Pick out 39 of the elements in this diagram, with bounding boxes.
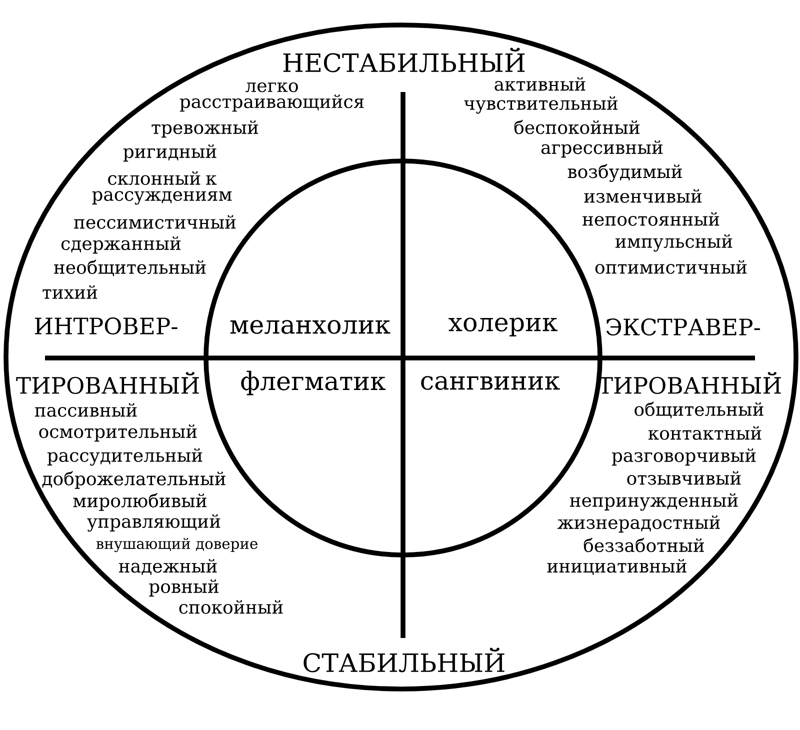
trait-word: жизнерадостный (557, 515, 720, 533)
trait-word: беспокойный (514, 120, 640, 134)
axis-label: ТИРОВАННЫЙ (598, 372, 781, 394)
trait-word: отзывчивый (627, 471, 741, 485)
trait-word: внушающий доверие (96, 538, 258, 552)
trait-word: спокойный (179, 600, 283, 614)
temperament-label: меланхолик (230, 320, 390, 334)
trait-word: пассивный (34, 403, 137, 417)
axis-label: ИНТРОВЕР- (34, 317, 178, 335)
trait-word: тихий (42, 285, 98, 299)
temperament-label: флегматик (241, 370, 386, 396)
trait-word: беззаботный (584, 538, 704, 552)
axis-heading: СТАБИЛЬНЫЙ (304, 648, 504, 672)
trait-word: управляющий (87, 514, 220, 532)
trait-word: ригидный (123, 144, 216, 162)
trait-word: ровный (149, 579, 218, 597)
temperament-label: сангвиник (421, 376, 560, 390)
trait-word: миролюбивый (73, 493, 206, 511)
trait-word: непринужденный (570, 493, 738, 511)
trait-word: доброжелательный (42, 471, 226, 489)
trait-word: контактный (648, 426, 762, 440)
trait-word: общительный (634, 402, 764, 418)
outer-ellipse (4, 22, 798, 692)
trait-word: изменчивый (584, 189, 702, 203)
trait-word: агрессивный (541, 140, 663, 158)
axis-heading: НЕСТАБИЛЬНЫЙ (283, 48, 525, 72)
trait-word: сдержанный (61, 236, 181, 254)
trait-word: инициативный (547, 559, 686, 575)
trait-word: непостоянный (582, 212, 720, 226)
trait-word: возбудимый (568, 164, 682, 182)
trait-word: пессимистичный (74, 215, 236, 229)
trait-word: надежный (118, 559, 217, 575)
trait-word: тревожный (152, 120, 258, 138)
temperament-label: холерик (448, 318, 558, 336)
trait-word: оптимистичный (595, 260, 747, 274)
trait-word: склонный к рассуждениям (92, 171, 232, 205)
trait-word: чувствительный (464, 96, 618, 114)
trait-word: активный (494, 77, 586, 91)
trait-word: легко расстраивающийся (180, 82, 364, 112)
